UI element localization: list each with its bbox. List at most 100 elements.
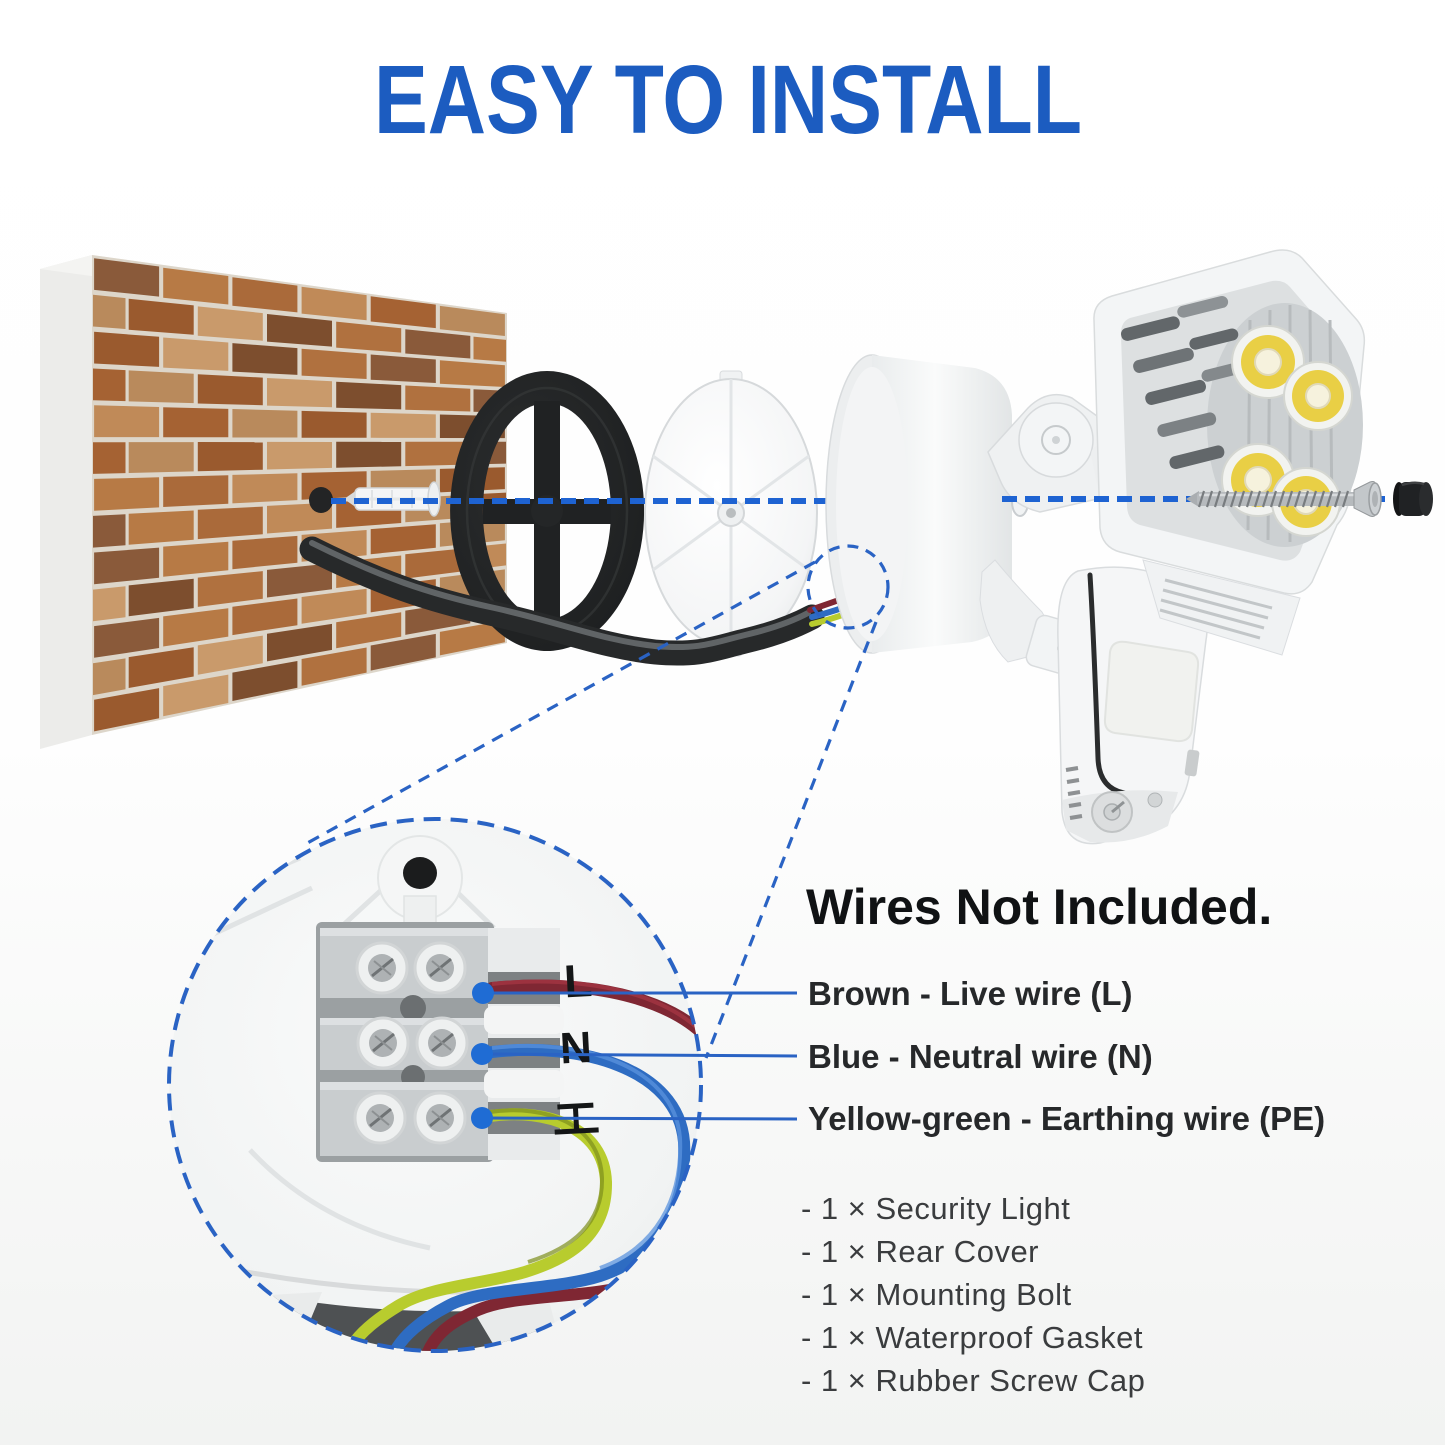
- brick: [163, 674, 229, 717]
- callout-dot: [472, 982, 494, 1004]
- rubber-screw-cap: [1393, 481, 1433, 516]
- parts-list-item: - 1 × Rear Cover: [801, 1234, 1039, 1269]
- brick: [94, 688, 160, 732]
- brick: [336, 612, 402, 649]
- terminal-screw: [415, 1016, 469, 1070]
- drilled-hole: [309, 487, 333, 513]
- brick: [197, 635, 263, 675]
- brick: [93, 586, 126, 622]
- brick: [267, 314, 332, 347]
- wall-side-face: [40, 255, 92, 749]
- parts-list-item: - 1 × Rubber Screw Cap: [801, 1363, 1145, 1398]
- brick: [197, 571, 263, 607]
- wires-heading: Wires Not Included.: [806, 879, 1272, 935]
- brick: [94, 617, 160, 658]
- brick: [197, 506, 263, 540]
- brick: [197, 374, 263, 406]
- callout-dot: [471, 1107, 493, 1129]
- brick: [370, 412, 436, 438]
- callout-leaders: [481, 991, 798, 1121]
- brick: [93, 368, 126, 402]
- parts-list-item: - 1 × Mounting Bolt: [801, 1277, 1072, 1312]
- brick: [301, 647, 367, 686]
- brick: [94, 477, 160, 511]
- terminal-block: [316, 922, 564, 1162]
- brick: [93, 658, 126, 696]
- parts-list-item: - 1 × Security Light: [801, 1191, 1070, 1226]
- brick: [128, 510, 194, 545]
- brick: [370, 633, 436, 671]
- brick: [163, 608, 229, 647]
- brick: [370, 524, 436, 555]
- terminal-label-l: L: [563, 954, 594, 1007]
- magnifier-circle-border: [167, 817, 703, 1353]
- brick: [301, 286, 367, 321]
- parts-list: - 1 × Security Light - 1 × Rear Cover - …: [801, 1191, 1145, 1398]
- brick: [267, 563, 332, 598]
- brick: [336, 441, 402, 468]
- brick: [232, 277, 298, 313]
- magnifier-connector-line: [301, 560, 816, 848]
- head-bottom-lip: [1142, 559, 1301, 656]
- wire-label-earth: Yellow-green - Earthing wire (PE): [808, 1100, 1325, 1137]
- brick: [232, 661, 298, 701]
- brick: [94, 331, 160, 367]
- mounting-bolt: [1186, 481, 1382, 517]
- brick: [267, 441, 332, 470]
- brick: [128, 370, 194, 404]
- page-title: EASY TO INSTALL: [374, 45, 1082, 154]
- brick: [163, 267, 229, 305]
- pir-lens-window: [1103, 640, 1200, 743]
- magnifier-connector-line: [704, 621, 878, 1059]
- brick: [128, 442, 194, 473]
- callout-dot: [471, 1043, 493, 1065]
- rear-cover: [644, 370, 818, 657]
- brick: [128, 298, 194, 335]
- wire-label-live: Brown - Live wire (L): [808, 975, 1133, 1012]
- brick: [439, 620, 505, 656]
- terminal-screw: [413, 1091, 467, 1145]
- vent-slots: [1121, 295, 1247, 470]
- terminal-screw: [356, 1016, 410, 1070]
- brick: [94, 547, 160, 585]
- brick: [232, 473, 298, 504]
- brick: [301, 588, 367, 624]
- terminal-screw: [353, 1091, 407, 1145]
- brick: [405, 441, 471, 467]
- brick: [336, 381, 402, 410]
- brick: [163, 337, 229, 371]
- brick: [94, 258, 160, 297]
- brick: [405, 385, 471, 412]
- led-module: [1283, 361, 1353, 431]
- brick: [163, 407, 229, 438]
- brick: [197, 306, 263, 341]
- magnifier-source-circle: [806, 544, 890, 630]
- brick: [370, 296, 436, 329]
- light-rear-body: [825, 354, 1029, 654]
- brick: [232, 535, 298, 570]
- parts-list-item: - 1 × Waterproof Gasket: [801, 1320, 1143, 1355]
- brick: [405, 329, 471, 359]
- brick: [439, 305, 505, 336]
- terminal-label-n: N: [559, 1023, 593, 1074]
- brick: [93, 514, 126, 548]
- pir-motion-sensor: [1057, 566, 1208, 845]
- terminal-screw: [413, 941, 467, 995]
- brick: [93, 294, 126, 329]
- brick: [370, 354, 436, 383]
- cable-groove: [1087, 572, 1127, 796]
- brick: [94, 405, 160, 438]
- brick: [163, 541, 229, 577]
- terminal-screw: [355, 941, 409, 995]
- brick: [301, 348, 367, 379]
- brick: [232, 409, 298, 438]
- brick: [405, 547, 471, 579]
- brick: [267, 378, 332, 408]
- brick: [473, 336, 506, 362]
- brick: [197, 442, 263, 472]
- led-module: [1231, 325, 1305, 399]
- leader-line: [481, 1116, 798, 1121]
- brick: [301, 410, 367, 438]
- brick: [163, 475, 229, 507]
